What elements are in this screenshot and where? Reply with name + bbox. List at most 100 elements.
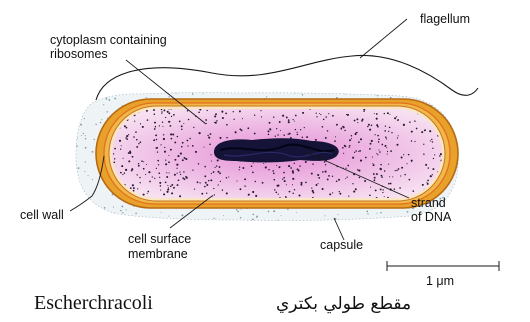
ribosome-dot	[360, 160, 362, 162]
ribosome-dot	[128, 134, 129, 135]
ribosome-dot	[327, 178, 329, 180]
ribosome-dot	[439, 155, 441, 157]
ribosome-dot	[325, 171, 327, 173]
ribosome-dot	[261, 116, 262, 117]
ribosome-dot	[134, 121, 135, 122]
ribosome-dot	[386, 138, 387, 139]
ribosome-dot	[204, 166, 206, 168]
ribosome-dot	[293, 119, 294, 120]
ribosome-dot	[198, 163, 199, 164]
ribosome-dot	[193, 127, 194, 128]
ribosome-dot	[288, 119, 290, 121]
ribosome-dot	[349, 146, 350, 147]
ribosome-dot	[387, 112, 389, 114]
ribosome-dot	[207, 110, 208, 111]
ribosome-dot	[416, 128, 418, 130]
ribosome-dot	[172, 133, 174, 135]
ribosome-dot	[182, 159, 184, 161]
capsule-dot	[296, 212, 297, 213]
capsule-dot	[349, 221, 350, 222]
ribosome-dot	[399, 187, 401, 189]
ribosome-dot	[388, 131, 389, 132]
capsule-dot	[367, 213, 368, 214]
ribosome-dot	[347, 176, 348, 177]
capsule-dot	[85, 161, 86, 162]
ribosome-dot	[401, 156, 403, 158]
ribosome-dot	[143, 168, 145, 170]
capsule-dot	[366, 211, 368, 213]
ribosome-dot	[289, 191, 291, 193]
ribosome-dot	[289, 133, 291, 135]
capsule-dot	[138, 89, 140, 91]
capsule-dot	[94, 207, 95, 208]
ribosome-dot	[242, 118, 243, 119]
capsule-dot	[376, 213, 377, 214]
ribosome-dot	[384, 113, 385, 114]
capsule-dot	[113, 207, 114, 208]
ribosome-dot	[372, 157, 373, 158]
ribosome-dot	[372, 163, 373, 164]
ribosome-dot	[177, 136, 178, 137]
ribosome-dot	[280, 130, 281, 131]
capsule-dot	[463, 91, 464, 92]
capsule-dot	[452, 100, 454, 102]
ribosome-dot	[414, 141, 415, 142]
capsule-dot	[208, 220, 210, 222]
ribosome-dot	[292, 178, 294, 180]
ribosome-dot	[128, 160, 130, 162]
ribosome-dot	[171, 116, 172, 117]
ribosome-dot	[113, 161, 115, 163]
ribosome-dot	[268, 130, 270, 132]
label-scale: 1 μm	[426, 274, 454, 288]
capsule-dot	[436, 94, 438, 96]
capsule-dot	[240, 217, 242, 219]
ribosome-dot	[154, 113, 156, 115]
ribosome-dot	[199, 132, 201, 134]
ribosome-dot	[339, 191, 340, 192]
ribosome-dot	[236, 181, 237, 182]
ribosome-dot	[189, 138, 190, 139]
ribosome-dot	[432, 148, 433, 149]
ribosome-dot	[277, 185, 279, 187]
ribosome-dot	[114, 148, 116, 150]
ribosome-dot	[378, 138, 380, 140]
label-cell-surface-line1: cell surface	[128, 232, 191, 246]
ribosome-dot	[379, 151, 381, 153]
ribosome-dot	[290, 137, 292, 139]
capsule-dot	[223, 215, 224, 216]
ribosome-dot	[215, 113, 217, 115]
ribosome-dot	[179, 195, 181, 197]
capsule-dot	[452, 204, 453, 205]
ribosome-dot	[187, 145, 188, 146]
ribosome-dot	[384, 146, 385, 147]
capsule-dot	[114, 92, 115, 93]
ribosome-dot	[388, 164, 389, 165]
ribosome-dot	[298, 170, 300, 172]
ribosome-dot	[161, 113, 162, 114]
ribosome-dot	[171, 138, 173, 140]
capsule-dot	[77, 191, 78, 192]
ribosome-dot	[355, 188, 357, 190]
ribosome-dot	[389, 114, 390, 115]
ribosome-dot	[120, 149, 121, 150]
ribosome-dot	[140, 141, 142, 143]
ribosome-dot	[217, 159, 219, 161]
capsule-dot	[214, 218, 215, 219]
ribosome-dot	[336, 181, 338, 183]
ribosome-dot	[263, 163, 264, 164]
ribosome-dot	[204, 186, 206, 188]
ribosome-dot	[273, 179, 275, 181]
ribosome-dot	[128, 152, 130, 154]
ribosome-dot	[132, 156, 134, 158]
ribosome-dot	[336, 124, 338, 126]
ribosome-dot	[130, 187, 132, 189]
capsule-dot	[84, 118, 85, 119]
capsule-dot	[460, 178, 461, 179]
ribosome-dot	[268, 169, 269, 170]
ribosome-dot	[400, 175, 401, 176]
ribosome-dot	[334, 140, 336, 142]
ribosome-dot	[125, 169, 127, 171]
ribosome-dot	[356, 118, 358, 120]
capsule-dot	[88, 94, 90, 96]
label-cell-surface-line2: membrane	[128, 247, 188, 261]
